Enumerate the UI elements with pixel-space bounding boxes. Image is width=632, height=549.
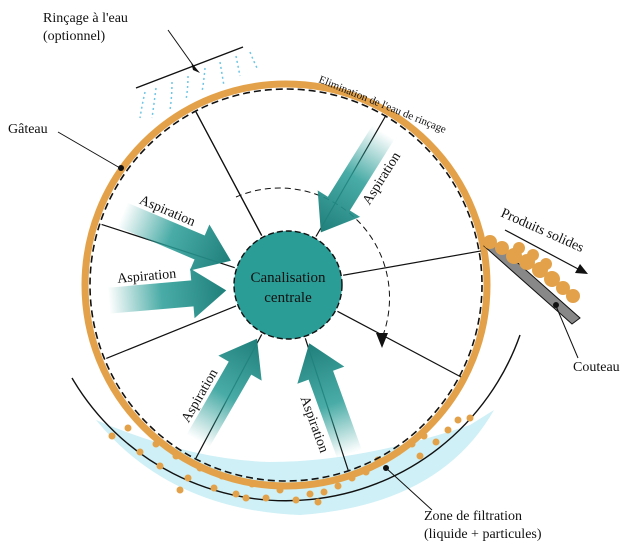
particle [262, 494, 270, 502]
particle [432, 438, 440, 446]
particle [124, 424, 132, 432]
suction-arrow: Aspiration [179, 338, 262, 448]
particle [176, 486, 184, 494]
rinse-label-line2: (optionnel) [43, 29, 106, 44]
rinse-spray [135, 29, 259, 119]
solids-label: Produits solides [498, 206, 585, 256]
knife-label: Couteau [573, 360, 620, 375]
suction-arrow: Aspiration [297, 343, 362, 459]
suction-arrow: Aspiration [107, 267, 227, 319]
cake-label: Gâteau [8, 122, 48, 137]
rotation-arrow [235, 187, 390, 339]
drum-spoke [337, 310, 462, 378]
drum-spoke [195, 111, 263, 236]
drum-spoke [343, 250, 482, 276]
particle [306, 490, 314, 498]
particle [242, 494, 250, 502]
particle [136, 448, 144, 456]
particle [454, 416, 462, 424]
central-pipe [233, 230, 343, 340]
particle [444, 426, 452, 434]
particle [292, 496, 300, 504]
drum-spoke [106, 305, 237, 359]
filtration-label-line2: (liquide + particules) [424, 527, 542, 542]
center-label-line2: centrale [264, 290, 312, 306]
suction-arrow: Aspiration [117, 193, 231, 271]
suction-label: Aspiration [117, 267, 177, 287]
cake-leader [57, 131, 121, 169]
particle [320, 488, 328, 496]
particle [156, 462, 164, 470]
particle [232, 490, 240, 498]
rinse-removal-label: Elimination de l'eau de rinçage [317, 74, 448, 136]
particle [210, 484, 218, 492]
rotation-arrowhead [376, 333, 388, 348]
center-label-line1: Canalisation [251, 270, 326, 286]
filtration-label-line1: Zone de filtration [424, 509, 522, 524]
particle [334, 482, 342, 490]
solids-arrow [504, 229, 581, 271]
particle [314, 498, 322, 506]
cake-ring [81, 80, 491, 490]
suction-arrow: Aspiration [317, 125, 404, 233]
rinse-leader [167, 29, 196, 69]
knife-assembly [483, 229, 588, 359]
rinse-label-line1: Rinçage à l'eau [43, 11, 128, 26]
drum-dashed-outline [89, 88, 483, 482]
knife-leader [555, 305, 579, 359]
solids-pile [483, 235, 580, 303]
tray-liquid [96, 410, 494, 515]
filtration-leader [385, 467, 433, 511]
particle [466, 414, 474, 422]
tray-outline [71, 334, 521, 502]
particle [416, 452, 424, 460]
particle [184, 474, 192, 482]
particle [108, 432, 116, 440]
